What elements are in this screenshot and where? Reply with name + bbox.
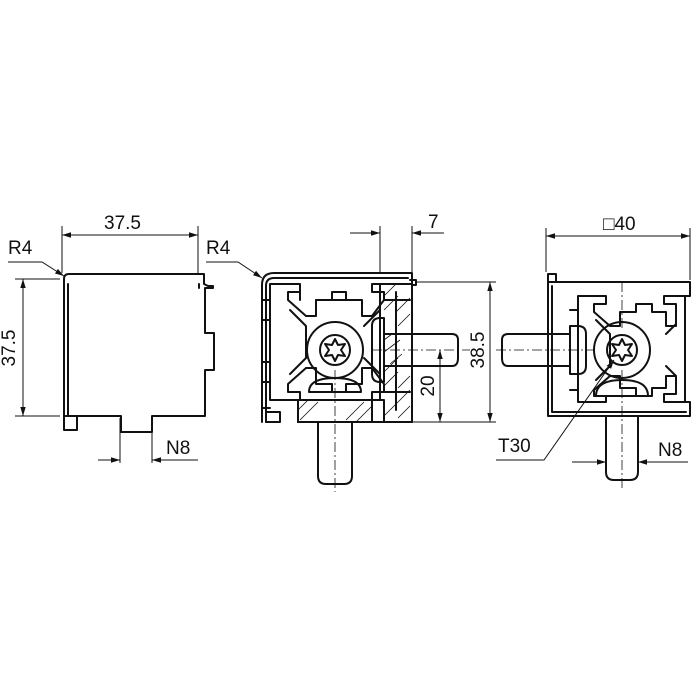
dim-label-left-radius: R4: [8, 238, 33, 259]
dim-ext-middle-offset: [379, 226, 413, 272]
left-view: 37.5 37.5 R4 N8: [0, 213, 215, 463]
dim-label-right-slot: N8: [658, 440, 682, 461]
middle-cap-outline: [261, 272, 417, 423]
left-view-outline: [63, 273, 215, 433]
dim-ext-middle-height: [412, 281, 496, 423]
middle-right-screw: [371, 317, 459, 383]
middle-profile: [269, 283, 385, 401]
dim-label-middle-center: 20: [418, 375, 439, 396]
middle-bottom-hatch: [297, 399, 373, 423]
right-left-screw: [501, 325, 587, 375]
left-view-inner-edge: [67, 283, 200, 417]
dim-label-middle-offset: 7: [428, 212, 439, 233]
middle-left-tabs: [261, 299, 281, 423]
torx-icon-right: [611, 338, 633, 362]
dim-label-middle-radius: R4: [206, 238, 231, 259]
dim-label-left-height: 37.5: [0, 330, 20, 367]
left-ext-lines: [15, 226, 199, 463]
dim-leader-left-radius: [8, 261, 65, 277]
dim-label-right-square: □40: [603, 214, 636, 235]
torx-icon-middle: [324, 338, 346, 362]
right-hub-outer: [593, 321, 651, 379]
middle-hub-outer: [306, 321, 364, 379]
dim-leader-right-drive: [496, 359, 615, 461]
right-profile-inner: [569, 309, 677, 391]
dim-label-middle-height: 38.5: [468, 332, 489, 369]
middle-view: R4 7 38.5 20: [206, 212, 496, 492]
dim-label-left-width: 37.5: [104, 213, 141, 234]
right-hub-inner: [606, 334, 638, 366]
dim-leader-middle-radius: [206, 261, 263, 279]
dim-label-right-drive: T30: [498, 436, 531, 457]
dim-label-left-slot: N8: [166, 438, 190, 459]
middle-screw-hatch: [383, 333, 403, 365]
middle-hub-inner: [319, 334, 351, 366]
right-view: □40 T30 N8: [496, 214, 691, 488]
